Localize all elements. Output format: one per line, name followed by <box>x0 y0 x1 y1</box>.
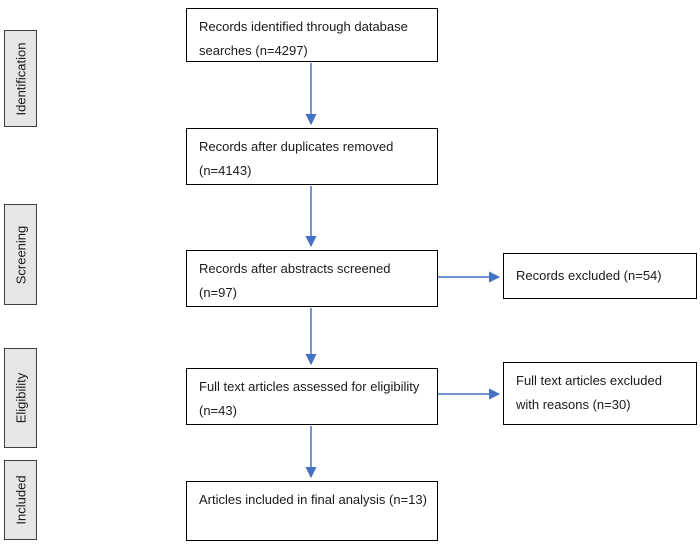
stage-label-identification: Identification <box>4 30 37 127</box>
stage-label-screening: Screening <box>4 204 37 305</box>
flow-box-text: Records identified through database sear… <box>199 19 408 58</box>
side-box-text: Full text articles excluded with reasons… <box>516 373 662 412</box>
stage-label-included: Included <box>4 460 37 540</box>
stage-label-text: Identification <box>13 42 28 115</box>
flow-box-fulltext-assessed: Full text articles assessed for eligibil… <box>186 368 438 425</box>
flow-box-text: Records after abstracts screened (n=97) <box>199 261 391 300</box>
flow-box-included-final-analysis: Articles included in final analysis (n=1… <box>186 481 438 541</box>
side-box-fulltext-excluded: Full text articles excluded with reasons… <box>503 362 697 425</box>
flow-box-text: Records after duplicates removed (n=4143… <box>199 139 394 178</box>
flow-box-duplicates-removed: Records after duplicates removed (n=4143… <box>186 128 438 185</box>
stage-label-eligibility: Eligibility <box>4 348 37 448</box>
flow-box-abstracts-screened: Records after abstracts screened (n=97) <box>186 250 438 307</box>
flow-box-text: Full text articles assessed for eligibil… <box>199 379 420 418</box>
stage-label-text: Included <box>13 475 28 525</box>
flow-box-text: Articles included in final analysis (n=1… <box>199 492 427 507</box>
flow-box-records-identified: Records identified through database sear… <box>186 8 438 62</box>
stage-label-text: Eligibility <box>13 372 28 424</box>
side-box-text: Records excluded (n=54) <box>516 268 662 283</box>
stage-label-text: Screening <box>13 225 28 284</box>
side-box-records-excluded: Records excluded (n=54) <box>503 253 697 299</box>
